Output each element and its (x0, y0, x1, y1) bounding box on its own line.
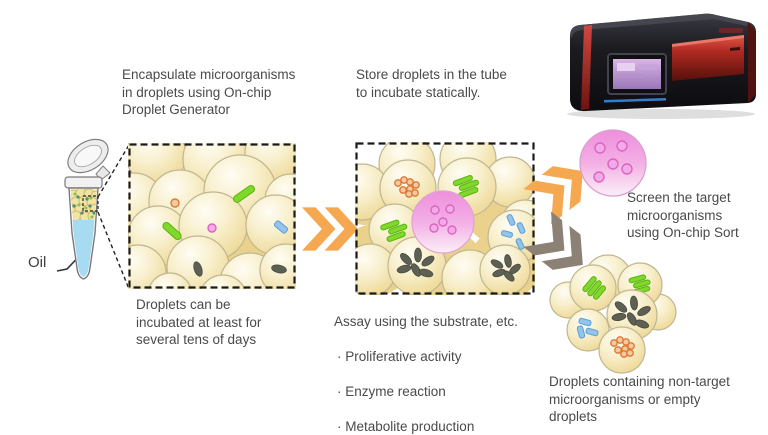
orange-chain-colony (610, 336, 635, 358)
dashed-border (128, 143, 296, 289)
instrument-red-panel (672, 35, 744, 81)
instrument-shadow (567, 109, 755, 119)
target-droplet-small (411, 190, 475, 254)
green-rod-microbe (162, 221, 182, 241)
onchip-sort-instrument (567, 13, 756, 119)
blue-rod-colony (576, 317, 599, 339)
droplet-box-incubated (355, 142, 535, 295)
tube-rim (64, 176, 103, 189)
dark-oval-microbe (193, 261, 203, 277)
incubation-caption: Droplets can be incubated at least for s… (136, 297, 262, 348)
blue-rod-colony (500, 214, 526, 250)
instrument-blue-line (604, 98, 666, 103)
nontarget-droplet-cluster (549, 254, 677, 374)
oil-liquid (72, 220, 95, 277)
blue-rod-microbe (273, 220, 289, 234)
nontarget-caption: Droplets containing non-target microorga… (549, 374, 730, 425)
droplets-layer (128, 143, 296, 289)
dark-oval-microbe (271, 264, 287, 274)
instrument-red-stripe (581, 25, 592, 110)
arrow-down-right-icon (523, 211, 583, 270)
target-droplet (579, 129, 647, 197)
green-rod-colony (628, 274, 651, 295)
dark-oval-colony (396, 247, 435, 278)
dashed-border (355, 142, 535, 295)
step1-caption: Encapsulate microorganisms in droplets u… (122, 67, 296, 118)
dark-oval-colony (490, 254, 521, 282)
assay-item: · Metabolite production (337, 418, 475, 434)
orange-chain-colony (394, 176, 420, 198)
magnifier-region (82, 195, 99, 212)
oil-label: Oil (28, 254, 47, 271)
instrument-panel-highlight (672, 35, 744, 47)
emulsion-layer (70, 189, 97, 220)
assay-item: · Enzyme reaction (337, 383, 446, 399)
microbes-layer (380, 175, 526, 282)
droplet-box-initial (128, 143, 296, 289)
microbes-layer (162, 185, 289, 277)
instrument-right-edge (748, 22, 756, 103)
instrument-top-edge (570, 13, 748, 38)
dark-oval-colony (611, 295, 651, 329)
pink-microbe (207, 223, 217, 233)
sample-tube-illustration (64, 138, 111, 280)
green-rod-microbe (233, 185, 255, 203)
screen-window (639, 64, 657, 70)
instrument-logo-mark (719, 28, 743, 33)
instrument-panel-slot (730, 47, 740, 51)
step2-caption: Store droplets in the tube to incubate s… (356, 67, 507, 100)
screen-window (617, 63, 635, 71)
assay-item: · Proliferative activity (337, 348, 462, 364)
green-rod-colony (380, 219, 408, 242)
assay-caption: Assay using the substrate, etc. · Prolif… (334, 295, 562, 435)
tube-lid (67, 138, 109, 174)
arrow-up-right-icon (523, 166, 583, 225)
orange-microbe (170, 198, 180, 208)
screen-window (617, 74, 643, 78)
green-rod-colony (452, 175, 479, 199)
sort-caption: Screen the target microorganisms using O… (627, 190, 739, 241)
assay-title: Assay using the substrate, etc. (334, 313, 518, 329)
arrow-right-icon (302, 207, 358, 251)
green-rod-colony (582, 276, 607, 300)
